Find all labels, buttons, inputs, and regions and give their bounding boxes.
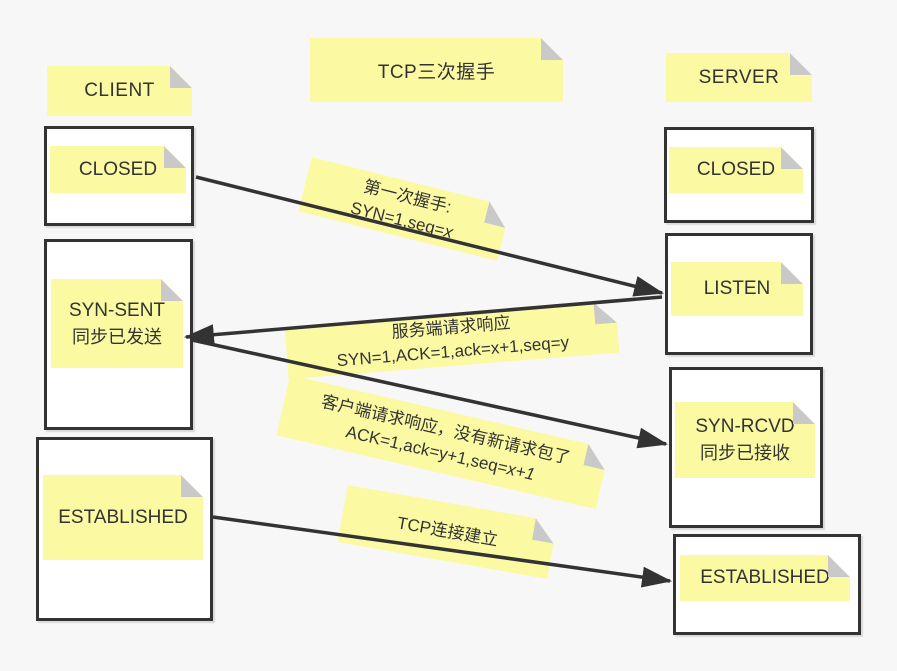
message-note-handshake-1: 第一次握手: SYN=1,seq=x (298, 157, 510, 261)
state-sublabel: 同步已发送 (72, 326, 162, 347)
note-server-listen: LISTEN (671, 262, 803, 316)
message-note-connection-established: TCP连接建立 (338, 485, 558, 579)
state-label: ESTABLISHED (700, 567, 830, 588)
state-sublabel: 同步已接收 (700, 443, 790, 463)
note-server-established: ESTABLISHED (680, 555, 850, 601)
note-client-closed: CLOSED (50, 146, 186, 193)
note-server-closed: CLOSED (669, 147, 803, 193)
folded-corner (790, 53, 812, 75)
message-note-handshake-3: 客户端请求响应，没有新请求包了 ACK=1,ack=y+1,seq=x+1 (276, 375, 610, 509)
folded-corner (170, 66, 192, 88)
diagram-title: TCP三次握手 (377, 61, 496, 83)
client-column-label: CLIENT (84, 80, 155, 101)
server-column-note: SERVER (666, 53, 812, 102)
folded-corner (541, 38, 563, 60)
note-client-syn-sent: SYN-SENT 同步已发送 (51, 279, 183, 368)
state-label: CLOSED (696, 159, 776, 180)
server-column-label: SERVER (698, 66, 780, 88)
folded-corner (532, 518, 557, 543)
note-server-syn-rcvd: SYN-RCVD 同步已接收 (675, 402, 815, 478)
state-label: CLOSED (78, 158, 158, 180)
diagram-title-note: TCP三次握手 (310, 38, 563, 102)
client-column-note: CLIENT (47, 66, 192, 116)
state-label: SYN-SENT (68, 299, 166, 321)
state-label: LISTEN (703, 278, 771, 299)
folded-corner (484, 201, 511, 228)
message-note-handshake-2: 服务端请求响应 SYN=1,ACK=1,ack=x+1,seq=y (284, 301, 619, 379)
note-client-established: ESTABLISHED (43, 475, 203, 560)
state-label: SYN-RCVD (695, 416, 795, 437)
folded-corner (583, 444, 609, 470)
folded-corner (593, 301, 617, 325)
message-line-1: TCP连接建立 (395, 513, 500, 550)
state-label: ESTABLISHED (58, 506, 188, 528)
